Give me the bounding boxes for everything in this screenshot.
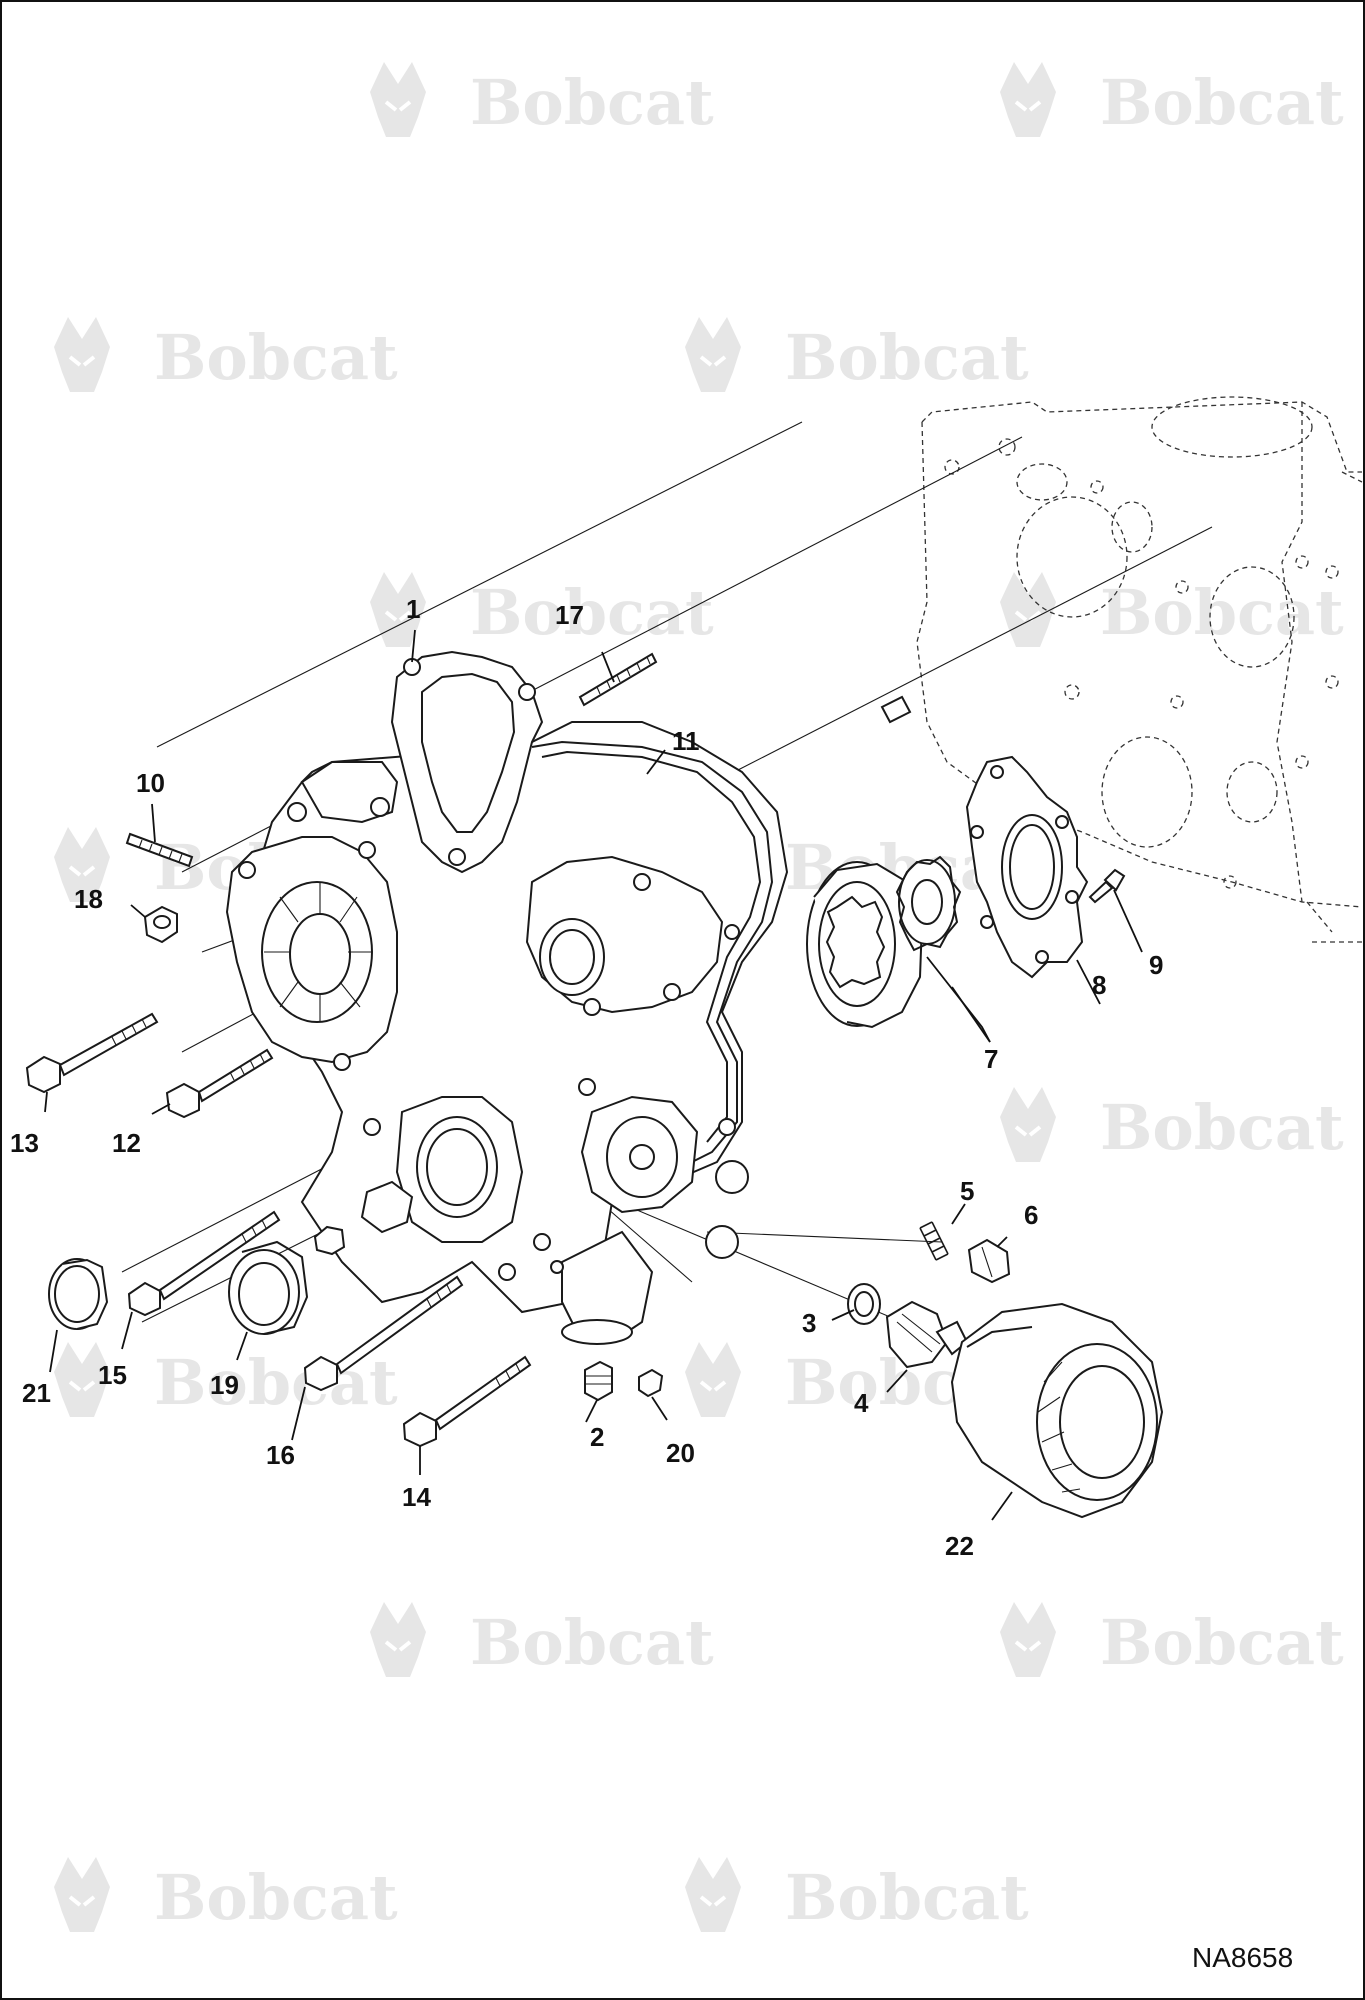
plug-small (313, 1225, 346, 1256)
watermark: Bobcat (368, 1600, 714, 1679)
plug-part-6 (967, 1238, 1011, 1284)
oil-pump-inner-gear-part-7 (895, 855, 962, 952)
callout-5: 5 (960, 1176, 974, 1206)
relief-valve-part-4 (885, 1300, 969, 1369)
watermark: Bobcat (683, 315, 1029, 394)
leader-lines (44, 629, 1143, 1521)
svg-text:Bobcat: Bobcat (470, 1606, 714, 1679)
drawing-number: NA8658 (1192, 1942, 1293, 1973)
svg-text:Bobcat: Bobcat (470, 66, 714, 139)
nut-part-18 (143, 905, 178, 944)
svg-text:Bobcat: Bobcat (1100, 1091, 1344, 1164)
engine-block-outline (916, 396, 1363, 943)
watermark: Bobcat (998, 1085, 1344, 1164)
callout-20: 20 (666, 1438, 695, 1468)
seal-part-19 (228, 1240, 309, 1335)
dowel-pin (880, 695, 912, 724)
callout-22: 22 (945, 1531, 974, 1561)
callout-8: 8 (1092, 970, 1106, 1000)
svg-text:Bobcat: Bobcat (470, 576, 714, 649)
watermark: Bobcat (683, 1855, 1029, 1934)
svg-text:Bobcat: Bobcat (785, 1861, 1029, 1934)
bolt-part-12 (165, 1048, 274, 1119)
callout-12: 12 (112, 1128, 141, 1158)
svg-text:Bobcat: Bobcat (154, 1861, 398, 1934)
callout-17: 17 (555, 600, 584, 630)
callout-13: 13 (10, 1128, 39, 1158)
callout-21: 21 (22, 1378, 51, 1408)
screw-part-9 (1088, 868, 1126, 904)
bolt-part-16 (303, 1275, 464, 1392)
cap-part-21 (48, 1258, 109, 1330)
callout-1: 1 (406, 594, 420, 624)
callout-19: 19 (210, 1370, 239, 1400)
stud-part-10 (125, 832, 194, 868)
svg-text:Bobcat: Bobcat (1100, 576, 1344, 649)
callout-18: 18 (74, 884, 103, 914)
callout-15: 15 (98, 1360, 127, 1390)
stud-part-17 (578, 652, 658, 707)
fitting-part-20 (638, 1368, 664, 1398)
bolt-part-13 (25, 1012, 159, 1094)
callout-labels: 1 2 3 4 5 6 7 8 9 10 11 12 13 14 15 16 1… (10, 594, 1163, 1561)
watermark: Bobcat (368, 570, 714, 649)
svg-text:Bobcat: Bobcat (1100, 66, 1344, 139)
callout-14: 14 (402, 1482, 431, 1512)
watermark: Bobcat (52, 1855, 398, 1934)
callout-7: 7 (984, 1044, 998, 1074)
svg-text:Bobcat: Bobcat (785, 321, 1029, 394)
svg-text:Bobcat: Bobcat (1100, 1606, 1344, 1679)
oil-filter-part-22 (950, 1302, 1164, 1519)
callout-10: 10 (136, 768, 165, 798)
svg-text:Bobcat: Bobcat (154, 321, 398, 394)
callout-3: 3 (802, 1308, 816, 1338)
spring-part-5 (919, 1221, 949, 1261)
watermark: Bobcat (998, 60, 1344, 139)
oil-pump-rotor-part-7 (806, 861, 924, 1029)
callout-2: 2 (590, 1422, 604, 1452)
washer-part-3 (847, 1283, 881, 1325)
plug-part-2 (584, 1360, 613, 1402)
watermark: Bobcat (998, 1600, 1344, 1679)
bolt-part-14 (402, 1355, 532, 1448)
gear-case-housing (225, 650, 789, 1345)
bolt-part-15 (127, 1210, 281, 1317)
watermark: Bobcat (52, 315, 398, 394)
callout-11: 11 (672, 726, 700, 756)
callout-16: 16 (266, 1440, 295, 1470)
watermark: Bobcat (368, 60, 714, 139)
watermark: Bobcat (998, 570, 1344, 649)
callout-6: 6 (1024, 1200, 1038, 1230)
callout-9: 9 (1149, 950, 1163, 980)
callout-4: 4 (854, 1388, 869, 1418)
pump-cover-part-8 (965, 755, 1089, 979)
